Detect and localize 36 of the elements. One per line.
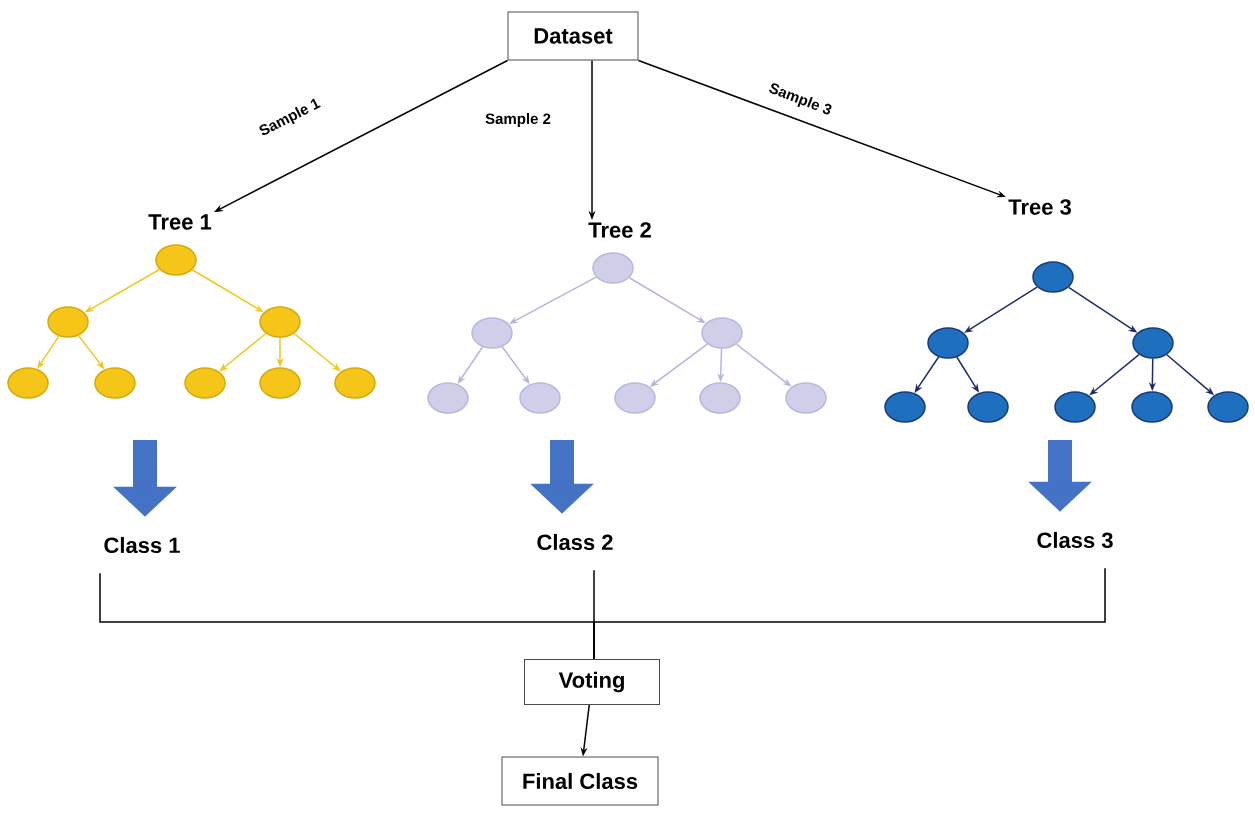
dataset-box: Dataset [507,11,639,61]
tree-node-circle [927,327,969,359]
tree-node-circle [1131,391,1173,423]
voting-box: Voting [524,659,660,705]
class-label: Class 1 [104,536,180,554]
class-label: Class 2 [537,533,613,551]
class-label: Class 3 [1037,531,1113,549]
tree-node-circle [259,367,301,399]
edge-label: Sample 2 [484,112,552,128]
tree-node-circle [967,391,1009,423]
connector-line [593,567,1106,660]
tree-node-circle [1207,391,1249,423]
tree-node-circle [47,306,89,338]
tree-node-circle [7,367,49,399]
result-box: Final Class [501,756,659,806]
tree-node-circle [184,367,226,399]
tree-node-circle [427,382,469,414]
tree-node-circle [592,252,634,284]
tree-node-circle [1132,327,1174,359]
tree-label: Tree 1 [148,214,212,230]
tree-node-circle [94,367,136,399]
tree-node-circle [1054,391,1096,423]
tree-label: Tree 3 [1008,199,1071,215]
tree-node-circle [884,391,926,423]
tree-node-circle [1032,261,1074,293]
tree-node-circle [334,367,376,399]
arrow [457,346,484,384]
tree-node-circle [699,382,741,414]
tree-node-circle [155,244,197,276]
tree-node-circle [701,317,743,349]
tree-node-circle [614,382,656,414]
tree-node-circle [471,317,513,349]
tree-node-circle [785,382,827,414]
tree-label: Tree 2 [588,222,651,238]
tree-node-circle [259,306,301,338]
tree-node-circle [519,382,561,414]
